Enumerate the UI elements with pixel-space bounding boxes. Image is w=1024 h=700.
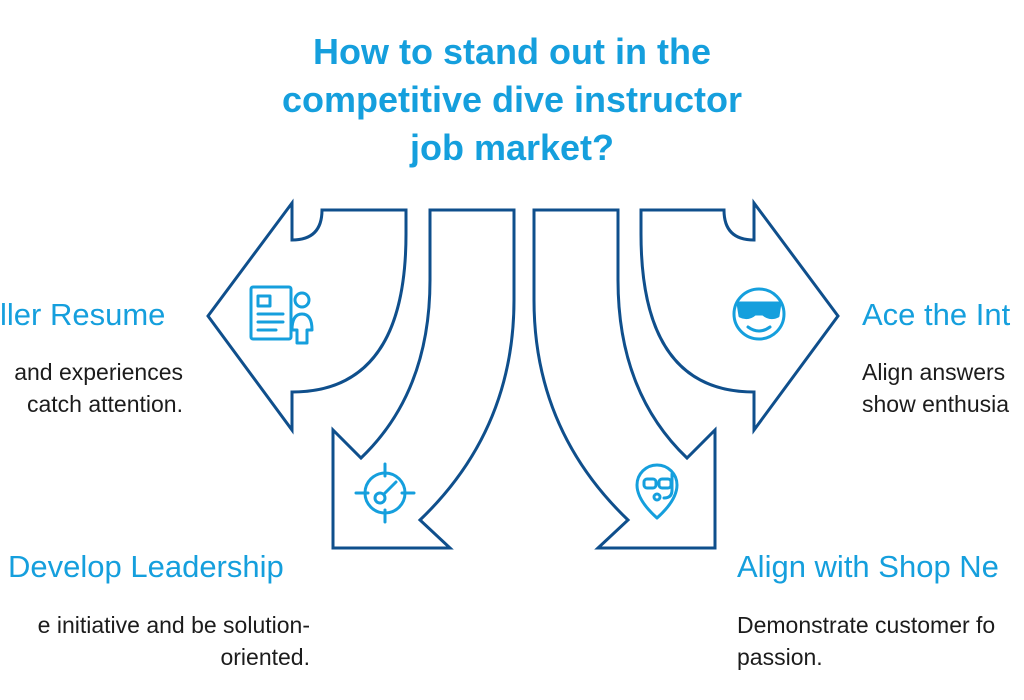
arrow-right-interview <box>639 198 840 435</box>
arrow-left-resume <box>206 198 408 435</box>
desc-leadership: e initiative and be solution- oriented. <box>0 609 310 673</box>
heading-interview: Ace the Int <box>862 297 1011 332</box>
diver-mask-snorkel-icon <box>635 463 679 520</box>
heading-shop: Align with Shop Ne <box>737 549 999 584</box>
title-line-1: How to stand out in the <box>313 31 711 72</box>
title-line-2: competitive dive instructor <box>281 79 743 120</box>
smiling-face-goggles-icon <box>732 287 786 341</box>
desc-shop-line-1: Demonstrate customer fo <box>737 612 996 638</box>
desc-interview: Align answers show enthusia <box>862 356 1009 420</box>
title-line-3: job market? <box>409 127 615 168</box>
desc-interview-line-2: show enthusia <box>862 391 1010 417</box>
heading-leadership: Develop Leadership <box>8 549 284 584</box>
desc-shop: Demonstrate customer fo passion. <box>737 609 995 673</box>
desc-interview-line-1: Align answers <box>862 359 1006 385</box>
desc-resume-line-2: catch attention. <box>27 391 183 417</box>
heading-resume: ller Resume <box>0 297 166 332</box>
desc-leadership-line-2: oriented. <box>220 644 310 670</box>
desc-resume-line-1: and experiences <box>14 359 183 385</box>
page-title: How to stand out in the competitive dive… <box>212 28 812 172</box>
desc-shop-line-2: passion. <box>737 644 823 670</box>
desc-leadership-line-1: e initiative and be solution- <box>37 612 310 638</box>
target-gauge-icon <box>354 462 416 524</box>
arrow-down-right-shop <box>532 208 717 550</box>
desc-resume: and experiences catch attention. <box>0 356 183 420</box>
arrow-down-left-leadership <box>331 208 516 550</box>
resume-id-card-icon <box>249 285 314 345</box>
